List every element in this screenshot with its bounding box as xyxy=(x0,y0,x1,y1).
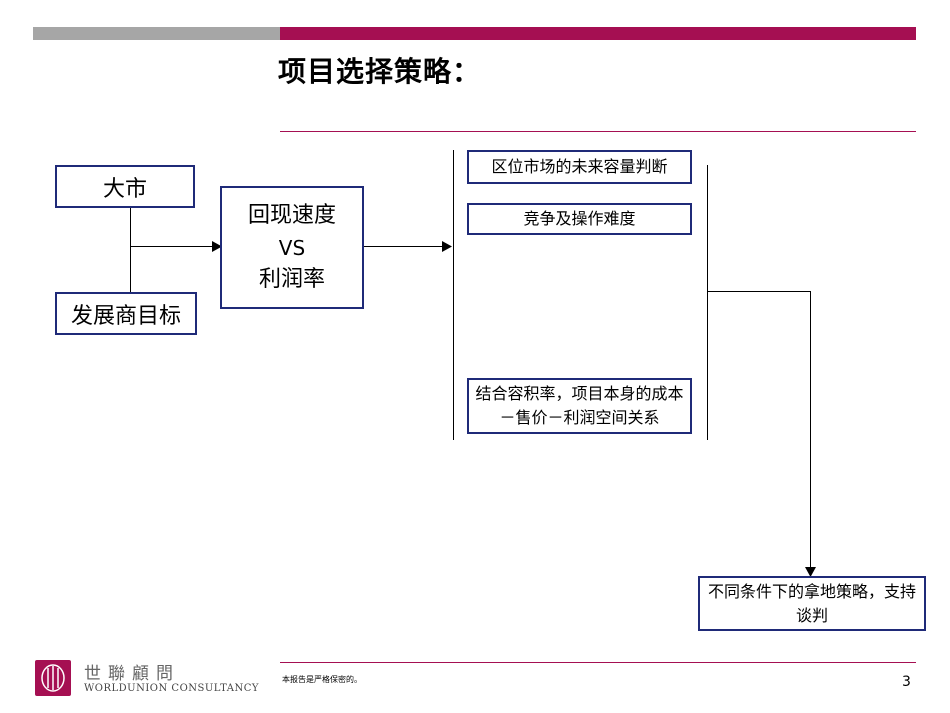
market-box: 大市 xyxy=(55,165,195,208)
header-bar-gray xyxy=(33,27,280,40)
company-name-en: WORLDUNION CONSULTANCY xyxy=(84,683,259,694)
left-arrowhead xyxy=(212,241,222,252)
center-arrow-line xyxy=(364,246,444,247)
factor-label: 结合容积率，项目本身的成本－售价－利润空间关系 xyxy=(475,384,684,427)
developer-goal-label: 发展商目标 xyxy=(70,303,181,329)
market-label: 大市 xyxy=(102,176,147,202)
factors-bracket-left xyxy=(453,150,454,440)
factor-label: 竞争及操作难度 xyxy=(523,209,636,228)
page-title: 项目选择策略： xyxy=(278,55,482,88)
left-connector-vertical xyxy=(130,208,131,292)
developer-goal-box: 发展商目标 xyxy=(55,292,197,335)
center-arrowhead xyxy=(442,241,452,252)
factors-bracket-right xyxy=(707,165,708,440)
header-bar-accent xyxy=(280,27,916,40)
factor-box: 竞争及操作难度 xyxy=(467,203,692,235)
factor-box: 区位市场的未来容量判断 xyxy=(467,150,692,184)
result-strategy-box: 不同条件下的拿地策略，支持谈判 xyxy=(698,576,926,631)
profit-label: 利润率 xyxy=(258,266,325,292)
result-connector-vertical xyxy=(810,291,811,569)
result-arrowhead xyxy=(805,567,816,577)
title-divider xyxy=(280,131,916,132)
left-arrow-line xyxy=(130,246,214,247)
footer-divider xyxy=(280,662,916,663)
factor-label: 区位市场的未来容量判断 xyxy=(491,157,668,176)
speed-vs-profit-box: 回现速度 VS 利润率 xyxy=(220,186,364,309)
factor-box: 结合容积率，项目本身的成本－售价－利润空间关系 xyxy=(467,378,692,434)
speed-label: 回现速度 xyxy=(247,202,336,228)
company-logo-icon xyxy=(35,660,71,696)
vs-label: VS xyxy=(278,235,306,260)
confidentiality-notice: 本报告是严格保密的。 xyxy=(282,675,362,684)
company-name-cn: 世聯顧問 xyxy=(84,664,180,684)
result-label: 不同条件下的拿地策略，支持谈判 xyxy=(707,581,916,625)
page-number: 3 xyxy=(902,674,911,690)
result-connector-horizontal xyxy=(707,291,811,292)
